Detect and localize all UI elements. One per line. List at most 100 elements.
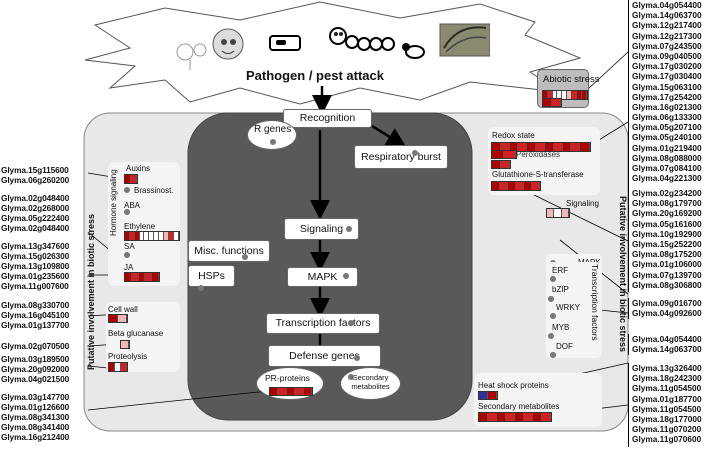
wrky-dot	[550, 313, 556, 319]
gene-item: Glyma.02g234200	[632, 188, 702, 198]
gene-list-secondary: Glyma.13g326400 Glyma.18g242300 Glyma.11…	[628, 363, 702, 447]
signaling-right-label: Signaling	[566, 199, 599, 208]
myb-label: MYB	[552, 323, 570, 332]
mapk-dot	[343, 273, 349, 279]
gene-item: Glyma.01g137700	[1, 320, 70, 330]
gene-item: Glyma.04g054400	[632, 0, 702, 10]
aba-dot	[124, 209, 130, 215]
bzip-dot	[548, 296, 554, 302]
gene-item: Glyma.12g217400	[632, 20, 702, 31]
r-genes-label: R genes	[254, 124, 292, 135]
gene-item: Glyma.10g192900	[632, 228, 702, 239]
abiotic-stress-label: Abiotic stress	[543, 74, 600, 85]
gene-item: Glyma.04g092600	[632, 308, 702, 319]
gene-item: Glyma.08g179700	[632, 198, 702, 209]
signaling-dot	[346, 226, 352, 232]
abiotic-heatmap-2	[542, 98, 562, 107]
gene-item: Glyma.20g092000	[1, 364, 70, 374]
myb-dot	[548, 333, 554, 339]
secondary-metabolites-right-label: Secondary metabolites	[478, 402, 560, 411]
gene-item: Glyma.08g330700	[1, 300, 70, 310]
gene-item: Glyma.01g187700	[632, 393, 702, 404]
gene-list-cell-wall: Glyma.08g330700 Glyma.16g045100 Glyma.01…	[1, 300, 69, 330]
secondary-metabolites-node: Secondary metabolites	[340, 367, 401, 400]
gene-item: Glyma.03g189500	[1, 354, 70, 364]
brassinost-dot	[124, 187, 130, 193]
bug-icon	[402, 43, 425, 59]
ethylene-label: Ethylene	[124, 222, 156, 231]
gene-item: Glyma.07g084100	[632, 163, 702, 173]
gene-item: Glyma.07g243500	[632, 40, 702, 51]
gene-item: Glyma.11g070600	[632, 434, 702, 445]
gene-item: Glyma.01g106000	[632, 259, 702, 270]
gene-item: Glyma.15g252200	[632, 238, 702, 249]
gene-item: Glyma.01g235600	[1, 271, 70, 281]
pr-proteins-heatmap	[269, 387, 313, 396]
plant-icon	[176, 43, 207, 70]
diagram-title: Pathogen / pest attack	[246, 68, 384, 83]
gene-list-hsp: Glyma.04g054400 Glyma.14g063700	[628, 334, 702, 355]
respiratory-burst-box: Respiratory burst	[354, 145, 448, 169]
gene-item: Glyma.05g207100	[632, 122, 702, 133]
hsps-label: HSPs	[198, 270, 225, 282]
gene-item: Glyma.05g161600	[632, 218, 702, 229]
gene-list-proteolysis: Glyma.03g189500 Glyma.20g092000 Glyma.04…	[1, 354, 69, 384]
gene-list-pr-proteins: Glyma.03g147700 Glyma.01g126600 Glyma.08…	[1, 392, 69, 442]
gene-item: Glyma.05g240100	[632, 132, 702, 143]
gene-item: Glyma.01g219400	[632, 142, 702, 153]
gene-item: Glyma.16g212400	[1, 432, 70, 442]
auxins-label: Auxins	[126, 164, 151, 173]
beta-glucanase-heatmap	[120, 340, 130, 349]
gene-item: Glyma.04g221300	[632, 173, 702, 184]
gene-item: Glyma.15g026300	[1, 251, 70, 261]
gene-item: Glyma.02g268000	[1, 203, 70, 213]
ethylene-heatmap	[124, 231, 180, 241]
gene-item: Glyma.17g030200	[632, 61, 702, 72]
gene-item: Glyma.14g063700	[632, 344, 702, 355]
gene-item: Glyma.11g054500	[632, 403, 702, 414]
secondary-metabolites-core-label: Secondary metabolites	[351, 373, 390, 391]
wrky-label: WRKY	[556, 303, 580, 312]
abiotic-heatmap	[542, 90, 588, 100]
gene-item: Glyma.01g126600	[1, 402, 70, 412]
gene-item: Glyma.11g070200	[632, 424, 702, 435]
peroxidases-label: Peroxidases	[516, 150, 561, 159]
erf-label: ERF	[552, 266, 568, 275]
gene-item: Glyma.08g306800	[632, 279, 702, 290]
gene-item: Glyma.18g242300	[632, 373, 702, 384]
dof-dot	[550, 352, 556, 358]
gene-item: Glyma.05g222400	[1, 213, 70, 223]
gene-item: Glyma.16g045100	[1, 310, 70, 320]
gene-list-signaling: Glyma.02g234200 Glyma.08g179700 Glyma.20…	[628, 188, 702, 292]
signaling-box: Signaling	[284, 218, 359, 240]
gene-item: Glyma.13g109800	[1, 261, 70, 271]
cell-wall-label: Cell wall	[108, 305, 138, 314]
hormone-signaling-panel	[108, 162, 180, 286]
gene-item: Glyma.08g175200	[632, 249, 702, 260]
mapk-box: MAPK	[287, 267, 358, 287]
gene-item: Glyma.13g347600	[1, 241, 70, 251]
misc-functions-dot	[242, 254, 248, 260]
gene-item: Glyma.06g260200	[1, 175, 70, 185]
secondary-metabolites-dot	[348, 374, 354, 380]
caterpillar-icon	[329, 27, 395, 51]
pr-proteins-node: PR-proteins	[256, 367, 324, 400]
respiratory-burst-label: Respiratory burst	[361, 151, 441, 163]
bacterium-icon	[269, 35, 301, 51]
misc-functions-label: Misc. functions	[194, 245, 264, 257]
gene-item: Glyma.03g147700	[1, 392, 70, 402]
gene-item: Glyma.02g048400	[1, 223, 70, 233]
signaling-right-heatmap	[546, 208, 570, 218]
redox-heatmap	[491, 142, 591, 152]
recognition-box: Recognition	[283, 109, 372, 128]
gene-item: Glyma.09g016700	[632, 298, 702, 308]
mapk-label: MAPK	[307, 271, 338, 283]
proteolysis-heatmap	[108, 362, 128, 372]
nematode-photo-icon	[439, 23, 490, 57]
respiratory-burst-dot	[412, 150, 418, 156]
gene-item: Glyma.02g070500	[1, 341, 70, 351]
abiotic-stress-box: Abiotic stress	[537, 69, 600, 108]
gene-item: Glyma.07g139700	[632, 269, 702, 280]
redox-state-label: Redox state	[492, 131, 535, 140]
secondary-metabolites-heatmap	[478, 412, 552, 422]
